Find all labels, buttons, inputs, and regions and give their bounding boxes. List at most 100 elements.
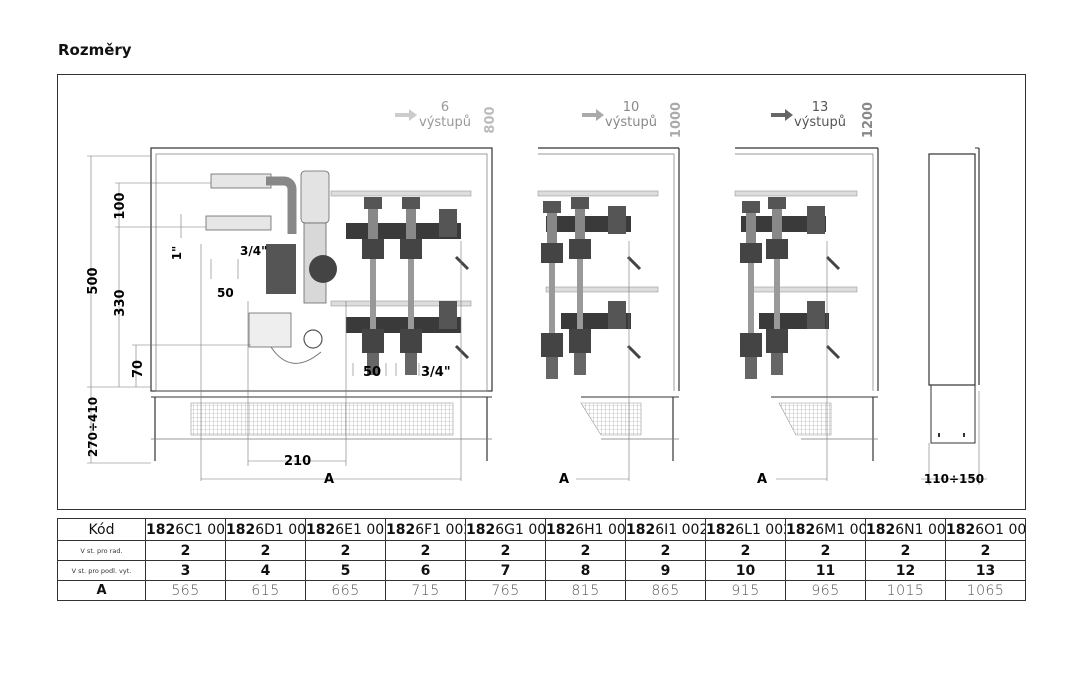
code-prefix: 182 [946, 521, 976, 538]
table-cell: 12 [865, 560, 946, 581]
row-label: V st. pro podl. vyt. [57, 560, 146, 581]
column-header-code: 1826F1 002 [385, 518, 466, 541]
table-cell: 715 [385, 580, 466, 601]
row-label: V st. pro rad. [57, 540, 146, 561]
table-cell: 665 [305, 580, 386, 601]
table-cell: 2 [385, 540, 466, 561]
code-prefix: 182 [386, 521, 416, 538]
table-cell: 2 [545, 540, 626, 561]
section-heading: Rozměry [58, 41, 132, 59]
table-cell: 13 [945, 560, 1026, 581]
cabinet-1000 [537, 147, 680, 461]
table-cell: 765 [465, 580, 546, 601]
column-header-code: 1826I1 002 [625, 518, 706, 541]
dim-110-150: 110÷150 [924, 472, 984, 486]
code-suffix: 6H1 002 [575, 521, 626, 538]
variant-10: 10 výstupů 1000 [582, 100, 684, 138]
table-cell: 2 [865, 540, 946, 561]
table-cell: 865 [625, 580, 706, 601]
variant-10-count: 10 [623, 100, 640, 115]
table-cell: 615 [225, 580, 306, 601]
side-view [928, 147, 980, 444]
dim-3-4-inch-bottom: 3/4" [421, 365, 451, 380]
variant-13-count: 13 [812, 100, 829, 115]
variant-13-width: 1200 [861, 102, 876, 138]
variant-10-label: výstupů [605, 115, 657, 130]
code-suffix: 6M1 002 [815, 521, 864, 538]
code-suffix: 6D1 002 [255, 521, 306, 538]
table-cell: 6 [385, 560, 466, 581]
dim-a-3: A [757, 472, 767, 487]
column-header-code: 1826H1 002 [545, 518, 626, 541]
code-prefix: 182 [706, 521, 736, 538]
column-header-code: 1826O1 002 [945, 518, 1026, 541]
code-suffix: 6E1 002 [335, 521, 385, 538]
code-prefix: 182 [866, 521, 896, 538]
code-suffix: 6L1 002 [735, 521, 784, 538]
code-suffix: 6I1 002 [655, 521, 706, 538]
code-suffix: 6C1 002 [175, 521, 226, 538]
code-prefix: 182 [146, 521, 176, 538]
column-header-code: 1826N1 002 [865, 518, 946, 541]
dimensions-table: Kód 1826C1 0021826D1 0021826E1 0021826F1… [57, 518, 1026, 601]
code-prefix: 182 [546, 521, 576, 538]
dim-100: 100 [113, 192, 128, 219]
variant-13: 13 výstupů 1200 [771, 100, 876, 138]
code-prefix: 182 [626, 521, 656, 538]
variant-6-count: 6 [441, 100, 449, 115]
dimension-drawing: 100 1" 3/4" 50 500 330 70 50 3/4" 270÷41… [57, 74, 1026, 510]
variant-6-label: výstupů [419, 115, 471, 130]
code-suffix: 6N1 002 [895, 521, 946, 538]
table-cell: 9 [625, 560, 706, 581]
table-cell: 8 [545, 560, 626, 581]
cabinet-800 [150, 147, 493, 461]
dim-270-410: 270÷410 [86, 397, 100, 457]
dim-50-top: 50 [217, 286, 234, 300]
dim-210: 210 [284, 454, 311, 469]
table-cell: 565 [145, 580, 226, 601]
column-header-kod: Kód [57, 518, 146, 541]
table-cell: 2 [145, 540, 226, 561]
arrow-right-icon [395, 109, 417, 121]
dim-330: 330 [113, 289, 128, 316]
table-cell: 2 [705, 540, 786, 561]
dim-a-1: A [324, 472, 334, 487]
column-header-code: 1826C1 002 [145, 518, 226, 541]
table-cell: 2 [465, 540, 546, 561]
row-label: A [57, 580, 146, 601]
dim-1-inch: 1" [170, 246, 184, 261]
column-header-code: 1826G1 002 [465, 518, 546, 541]
column-header-code: 1826E1 002 [305, 518, 386, 541]
table-cell: 7 [465, 560, 546, 581]
dim-70: 70 [131, 360, 146, 378]
dim-3-4-inch-top: 3/4" [240, 244, 267, 258]
variant-6: 6 výstupů 800 [395, 100, 498, 134]
table-cell: 10 [705, 560, 786, 581]
code-prefix: 182 [306, 521, 336, 538]
table-cell: 2 [945, 540, 1026, 561]
table-cell: 3 [145, 560, 226, 581]
table-cell: 2 [225, 540, 306, 561]
dim-500: 500 [86, 267, 101, 294]
table-cell: 4 [225, 560, 306, 581]
code-prefix: 182 [466, 521, 496, 538]
table-cell: 915 [705, 580, 786, 601]
arrow-right-icon [582, 109, 604, 121]
variant-10-width: 1000 [669, 102, 684, 138]
dim-a-2: A [559, 472, 569, 487]
code-suffix: 6G1 002 [495, 521, 546, 538]
code-prefix: 182 [226, 521, 256, 538]
table-cell: 1065 [945, 580, 1026, 601]
column-header-code: 1826D1 002 [225, 518, 306, 541]
table-cell: 2 [785, 540, 866, 561]
variant-13-label: výstupů [794, 115, 846, 130]
table-cell: 965 [785, 580, 866, 601]
dim-50-bottom: 50 [363, 365, 381, 380]
cabinet-1200 [734, 147, 879, 461]
table-cell: 2 [305, 540, 386, 561]
code-suffix: 6F1 002 [415, 521, 464, 538]
